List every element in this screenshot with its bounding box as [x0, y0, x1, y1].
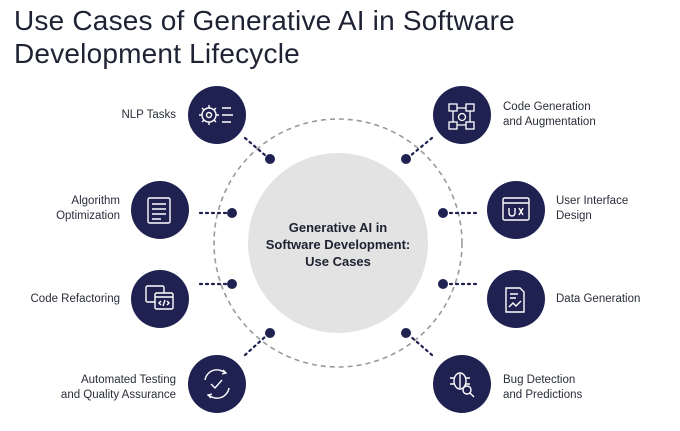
label-line: Code Refactoring [30, 293, 121, 305]
workflow-code-icon [448, 103, 475, 130]
title-line-2: Development Lifecycle [14, 38, 300, 69]
gear-code-icon [199, 105, 233, 125]
center-line-1: Generative AI in [288, 220, 388, 235]
title-line-1: Use Cases of Generative AI in Software [14, 5, 515, 36]
node-code-generation [433, 86, 491, 144]
ui-window-icon [502, 197, 530, 221]
code-window-icon [145, 285, 174, 310]
center-line-3: Use Cases [305, 254, 371, 269]
label-nlp-tasks: NLP Tasks [58, 108, 176, 123]
label-line: Design [556, 210, 592, 222]
label-line: Code Generation [503, 101, 591, 113]
node-nlp-tasks [188, 86, 246, 144]
label-line: and Predictions [503, 389, 583, 401]
label-line: and Augmentation [503, 116, 596, 128]
center-label: Generative AI in Software Development: U… [246, 219, 430, 270]
outer-dashed-ring [213, 118, 463, 368]
node-user-interface-design [487, 181, 545, 239]
label-automated-testing: Automated Testing and Quality Assurance [20, 373, 176, 403]
document-list-icon [147, 197, 171, 224]
label-line: Automated Testing [80, 374, 176, 386]
label-line: and Quality Assurance [60, 389, 176, 401]
label-user-interface-design: User Interface Design [556, 194, 666, 224]
label-bug-detection: Bug Detection and Predictions [503, 373, 663, 403]
label-line: Data Generation [556, 293, 641, 305]
center-circle [248, 153, 428, 333]
node-automated-testing [188, 355, 246, 413]
label-data-generation: Data Generation [556, 292, 666, 307]
label-algorithm-optimization: Algorithm Optimization [20, 194, 120, 224]
label-line: Algorithm [71, 195, 120, 207]
label-line: Bug Detection [503, 374, 576, 386]
label-line: NLP Tasks [121, 109, 176, 121]
node-data-generation [487, 270, 545, 328]
center-line-2: Software Development: [265, 237, 411, 252]
testing-cycle-icon [204, 369, 230, 399]
node-bug-detection [433, 355, 491, 413]
label-code-refactoring: Code Refactoring [10, 292, 121, 307]
ring-dots [227, 154, 448, 338]
bug-search-icon [450, 372, 475, 398]
node-code-refactoring [131, 270, 189, 328]
document-chart-icon [505, 287, 525, 313]
label-line: User Interface [556, 195, 629, 207]
node-algorithm-optimization [131, 181, 189, 239]
page-title: Use Cases of Generative AI in Software D… [14, 4, 654, 70]
label-code-generation: Code Generation and Augmentation [503, 100, 663, 130]
label-line: Optimization [56, 210, 120, 222]
connectors [198, 136, 478, 357]
